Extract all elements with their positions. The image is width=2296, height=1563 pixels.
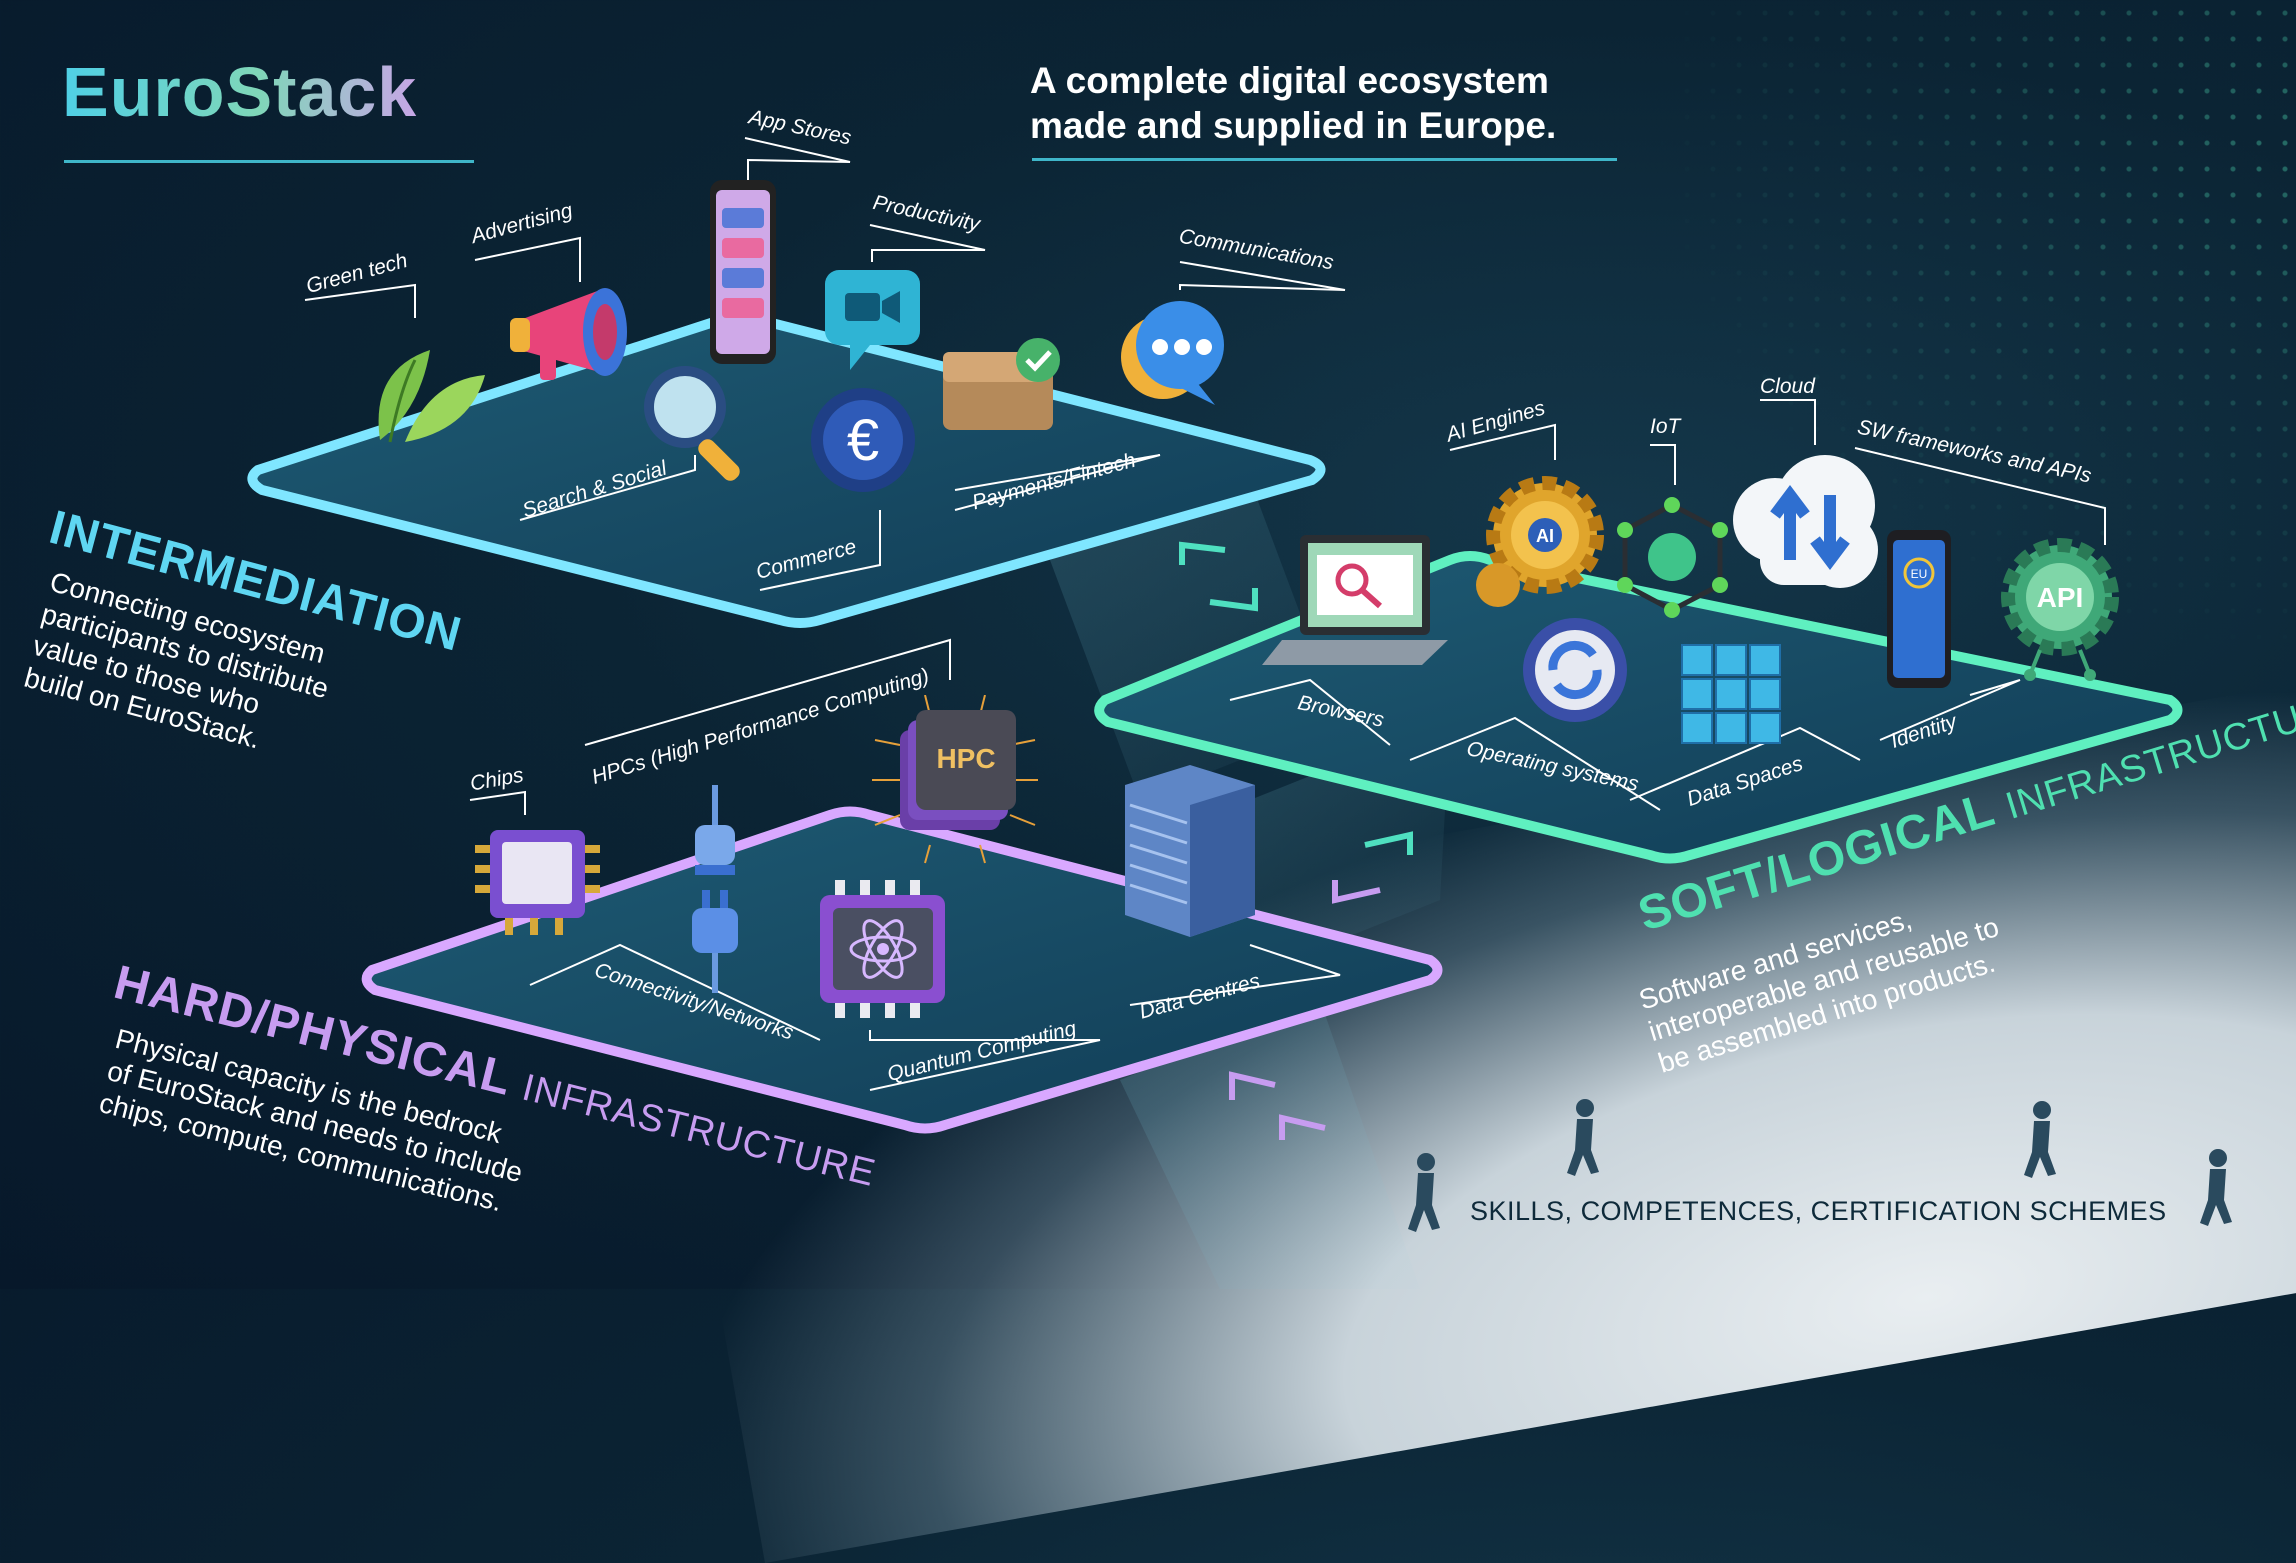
network-plug-icon xyxy=(680,785,750,1000)
data-blocks-icon xyxy=(1672,625,1792,760)
laptop-search-icon xyxy=(1262,530,1452,685)
hpc-chip-icon: HPC xyxy=(870,694,1040,870)
intermediation-leaders xyxy=(304,137,1346,591)
server-rack-icon xyxy=(1115,765,1265,945)
tagline: A complete digital ecosystem made and su… xyxy=(1030,58,1650,148)
chip-icon xyxy=(470,820,605,945)
api-badge: API xyxy=(2037,582,2084,613)
megaphone-icon xyxy=(500,280,650,395)
euro-coin-icon: € xyxy=(808,385,918,500)
chevron-low-left xyxy=(1229,1071,1276,1100)
smartphone-icon xyxy=(708,178,780,373)
platforms-diagram xyxy=(247,137,2183,1289)
hpc-badge: HPC xyxy=(936,743,995,774)
quantum-chip-icon xyxy=(815,880,960,1025)
hard-leaders xyxy=(469,638,1341,1091)
phone-id-icon: EU xyxy=(1885,528,1955,698)
label-cloud: Cloud xyxy=(1760,375,1815,398)
tagline-line-2: made and supplied in Europe. xyxy=(1030,105,1557,146)
beam-hard-to-ground xyxy=(1120,1000,1420,1289)
chevrons xyxy=(1179,541,1413,1140)
soft-leaders xyxy=(1229,399,2106,811)
label-iot: IoT xyxy=(1650,415,1681,438)
wallet-icon xyxy=(938,330,1068,445)
chevron-top-right xyxy=(1209,588,1258,612)
api-gear-icon: API xyxy=(2000,535,2130,690)
euro-symbol: € xyxy=(847,408,879,473)
brand-underline xyxy=(64,160,474,163)
brand-title: EuroStack xyxy=(62,53,418,131)
person-icon xyxy=(2024,1101,2056,1178)
eu-badge: EU xyxy=(1911,567,1928,581)
person-icon xyxy=(1567,1099,1599,1176)
chat-bubble-icon xyxy=(1115,295,1230,415)
people-figures xyxy=(1408,1099,2232,1232)
person-icon xyxy=(2200,1149,2232,1226)
refresh-icon xyxy=(1518,615,1633,730)
chevron-low-right xyxy=(1279,1114,1326,1140)
chevron-mid-left xyxy=(1332,880,1381,904)
skills-footer: SKILLS, COMPETENCES, CERTIFICATION SCHEM… xyxy=(1470,1196,2167,1226)
chevron-top-left xyxy=(1179,541,1226,565)
iot-cube-icon xyxy=(1615,495,1730,625)
person-icon xyxy=(1408,1153,1440,1232)
chevron-mid-right xyxy=(1364,831,1413,855)
magnifier-icon xyxy=(640,365,770,490)
tagline-line-1: A complete digital ecosystem xyxy=(1030,60,1549,101)
leaf-icon xyxy=(360,330,490,455)
ai-gear-icon: AI xyxy=(1470,470,1610,615)
cloud-transfer-icon xyxy=(1730,450,1880,600)
ai-badge: AI xyxy=(1536,526,1554,546)
video-call-icon xyxy=(820,265,930,380)
tagline-underline xyxy=(1032,158,1617,161)
